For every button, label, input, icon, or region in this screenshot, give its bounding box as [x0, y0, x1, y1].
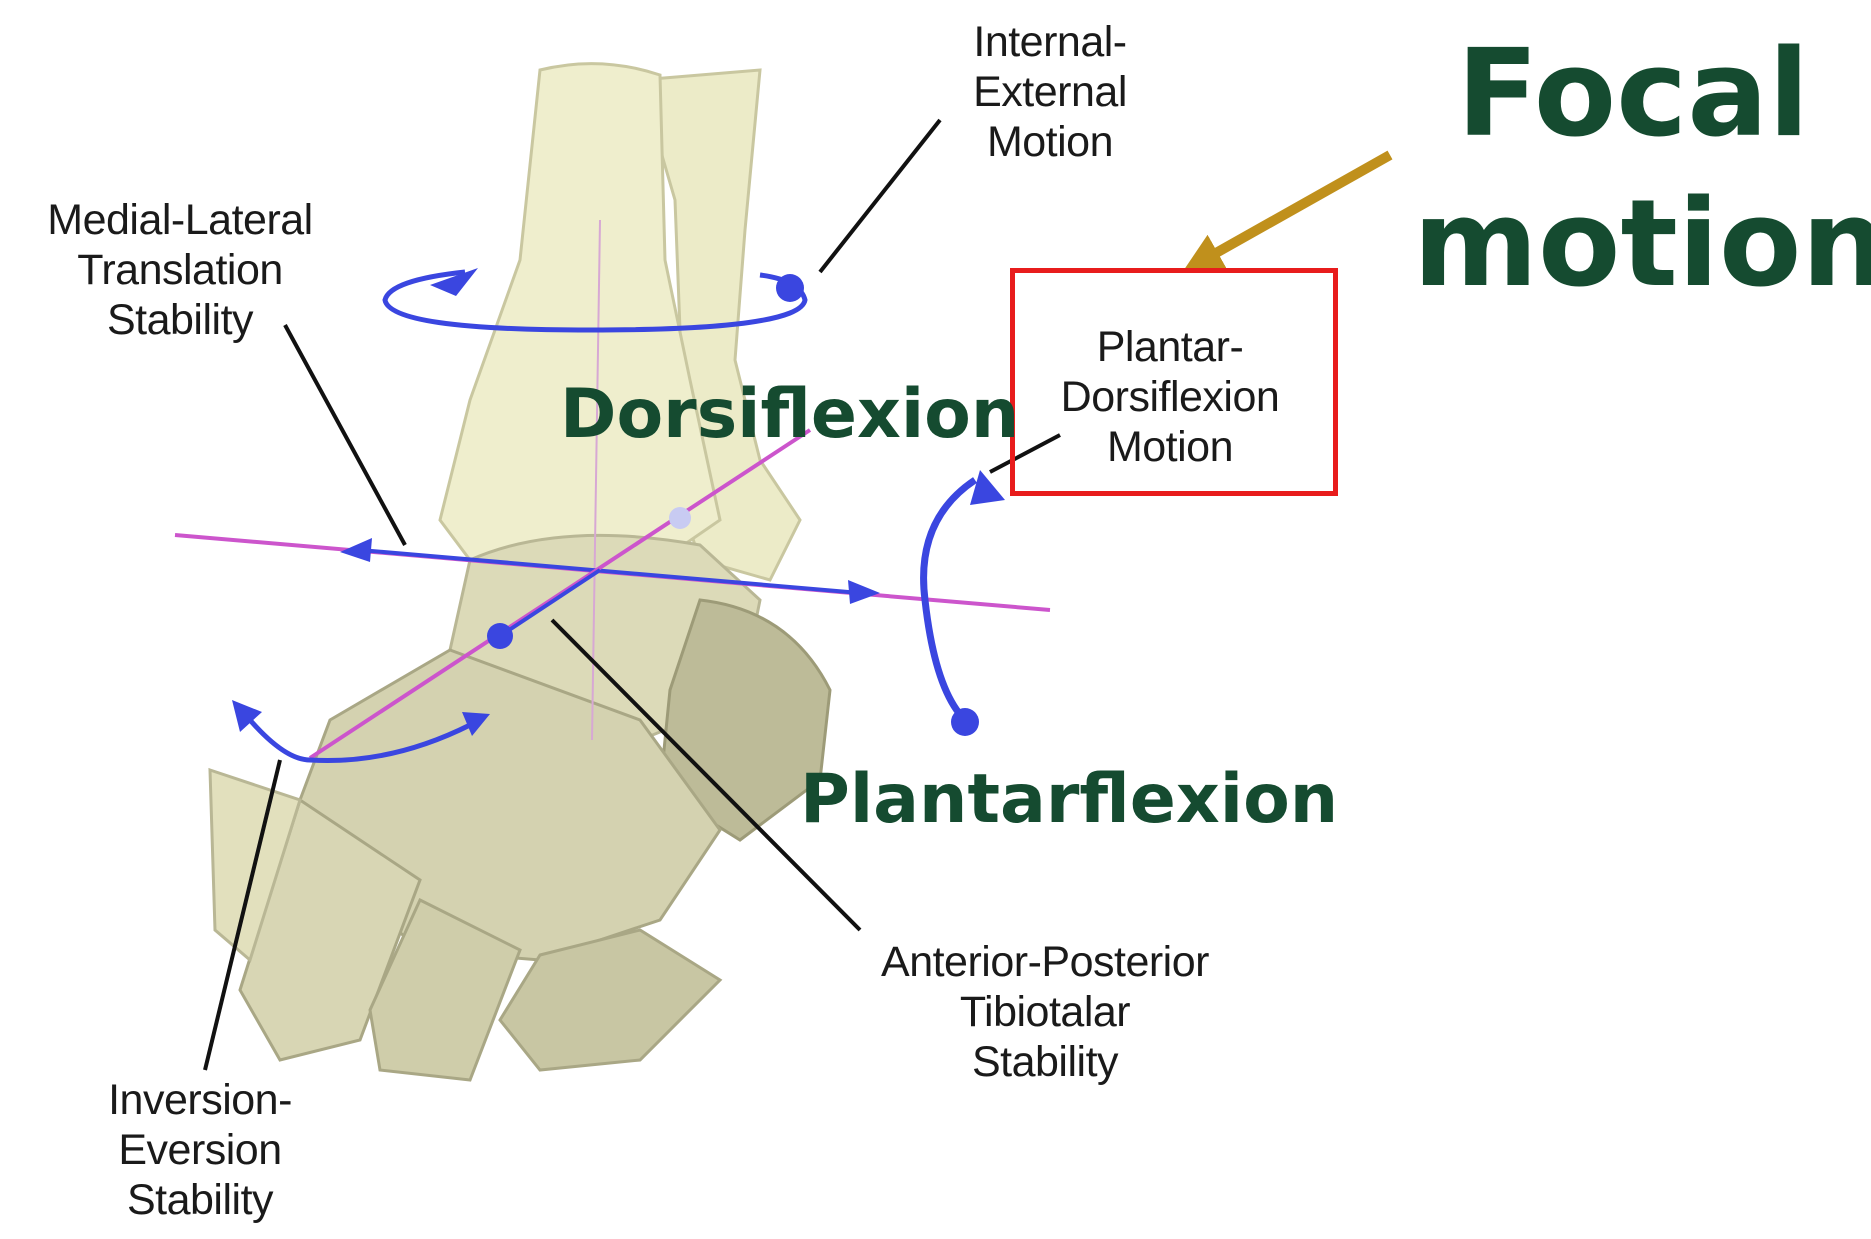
- plantarflexion-label: Plantarflexion: [800, 760, 1339, 839]
- dorsiflexion-label: Dorsiflexion: [560, 375, 1020, 454]
- label-plantar-dorsiflexion: Plantar- Dorsiflexion Motion: [1060, 323, 1280, 471]
- focal-motion-title: Focal motion: [1413, 25, 1871, 314]
- leader-lines: [203, 118, 1061, 1071]
- medial-lateral-axis: [174, 533, 1051, 612]
- leader-inversion-eversion: [203, 759, 282, 1071]
- leader-medial-lateral: [283, 324, 407, 546]
- plantar-dorsiflexion-rotation: [920, 470, 1005, 736]
- focal-arrow: [1182, 150, 1393, 272]
- leader-plantar-dorsiflexion: [989, 433, 1061, 474]
- metatarsal-2: [368, 897, 522, 1082]
- inversion-eversion-rotation: [232, 700, 490, 764]
- calcaneus-bone: [658, 598, 832, 842]
- leader-internal-external: [818, 118, 942, 274]
- vertical-axis: [591, 219, 601, 741]
- label-internal-external: Internal- External Motion: [973, 18, 1127, 166]
- highlight-box: [1010, 268, 1338, 496]
- anterior-posterior-axis: [308, 428, 812, 760]
- leader-anterior-posterior: [550, 618, 862, 932]
- ankle-bones: [208, 62, 832, 1082]
- label-anterior-posterior: Anterior-Posterior Tibiotalar Stability: [881, 938, 1209, 1086]
- metatarsal-3: [498, 928, 723, 1072]
- internal-external-rotation: [382, 268, 808, 333]
- label-inversion-eversion: Inversion- Eversion Stability: [108, 1076, 292, 1224]
- label-medial-lateral: Medial-Lateral Translation Stability: [47, 196, 313, 344]
